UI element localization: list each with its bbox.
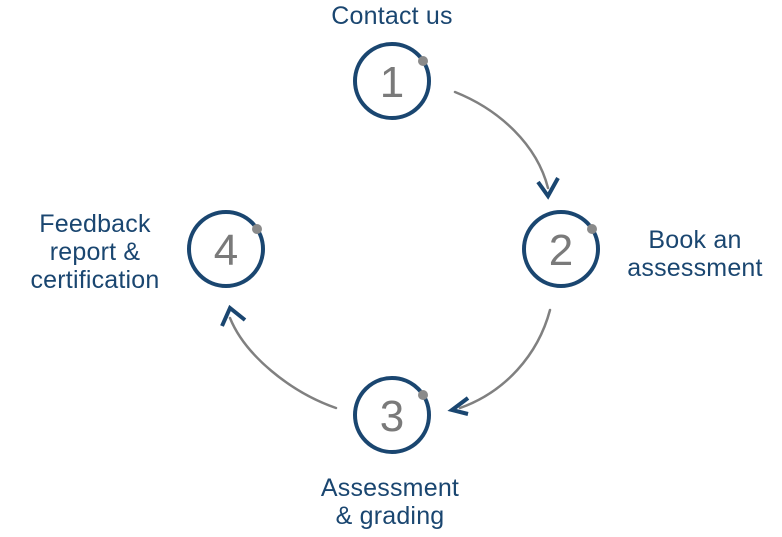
step-1-dot — [418, 56, 428, 66]
step-2-label-line-1: Book an — [648, 226, 742, 254]
step-4-label-line-3: certification — [30, 266, 160, 294]
step-2-circle: 2 — [522, 210, 600, 288]
step-3-label-line-2: & grading — [335, 502, 445, 530]
step-1-number: 1 — [380, 58, 404, 107]
arrow-2-to-3-line — [458, 308, 552, 410]
step-3-number: 3 — [380, 392, 404, 441]
step-2-label-line-2: assessment — [627, 254, 763, 282]
step-3-dot — [418, 390, 428, 400]
step-1-label: Contact us — [292, 2, 492, 30]
step-4-circle: 4 — [187, 210, 265, 288]
step-4-label: Feedback report & certification — [0, 210, 190, 294]
step-2-label: Book an assessment — [605, 226, 782, 282]
step-2-dot — [587, 224, 597, 234]
step-3-circle: 3 — [353, 376, 431, 454]
step-4-number: 4 — [214, 226, 238, 275]
step-1-label-line-1: Contact us — [331, 2, 453, 30]
step-3-label: Assessment & grading — [290, 474, 490, 530]
step-4-dot — [252, 224, 262, 234]
arrow-3-to-4-head — [220, 304, 247, 327]
step-2-number: 2 — [549, 226, 573, 275]
arrow-1-to-2-line — [453, 90, 550, 190]
step-4-label-line-1: Feedback — [39, 210, 151, 238]
arrow-2-to-3-head — [447, 396, 470, 416]
arrow-3-to-4-line — [228, 316, 338, 410]
step-3-label-line-1: Assessment — [320, 474, 460, 502]
step-4-label-line-2: report & — [49, 238, 141, 266]
arrow-1-to-2-head — [536, 177, 560, 200]
step-1-circle: 1 — [353, 42, 431, 120]
